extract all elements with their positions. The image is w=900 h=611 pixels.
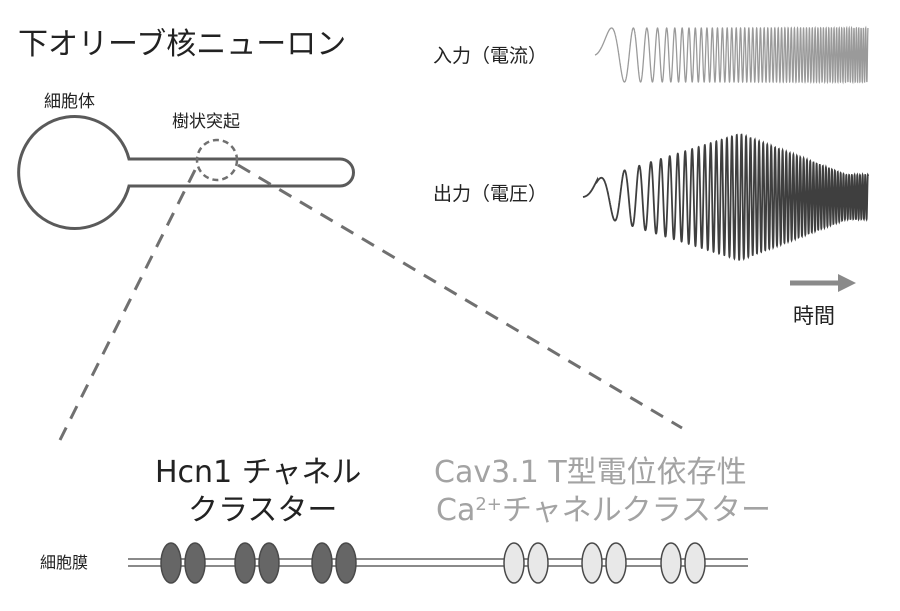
dendrite-label: 樹状突起 [172, 112, 240, 132]
cav31-channel [527, 542, 549, 584]
soma-label: 細胞体 [44, 92, 95, 112]
cav31-channel [581, 542, 603, 584]
zoom-line-left [58, 169, 197, 441]
hcn1-channel [184, 542, 206, 584]
cav31-channel-cluster [503, 542, 706, 584]
input-current-trace [594, 25, 869, 85]
hcn1-channel [160, 542, 182, 584]
hcn1-channel [311, 542, 333, 584]
hcn1-label-line2: クラスター [188, 493, 338, 528]
input-label: 入力（電流） [433, 45, 548, 67]
output-label: 出力（電圧） [433, 183, 548, 205]
cav31-channel [605, 542, 627, 584]
output-voltage-trace [582, 133, 869, 262]
cav31-channel [503, 542, 525, 584]
cav31-label-line2: Ca2+チャネルクラスター [436, 496, 771, 526]
dendrite-zoom-circle [195, 138, 239, 182]
neuron-outline [17, 115, 355, 230]
hcn1-channel [335, 542, 357, 584]
hcn1-channel [258, 542, 280, 584]
cav31-label-suffix: チャネルクラスター [501, 493, 771, 528]
membrane-label: 細胞膜 [40, 553, 89, 572]
cav31-label-line1: Cav3.1 T型電位依存性 [434, 455, 747, 490]
hcn1-channel-cluster [160, 542, 357, 584]
cav31-channel [660, 542, 682, 584]
time-label: 時間 [793, 304, 835, 328]
cav31-label-prefix: Ca [436, 493, 476, 528]
hcn1-channel [234, 542, 256, 584]
page-title: 下オリーブ核ニューロン [18, 27, 347, 62]
cav31-channel [684, 542, 706, 584]
hcn1-label-line1: Hcn1 チャネル [155, 455, 362, 490]
cav31-label-superscript: 2+ [475, 494, 502, 515]
time-arrow-head [838, 274, 856, 292]
